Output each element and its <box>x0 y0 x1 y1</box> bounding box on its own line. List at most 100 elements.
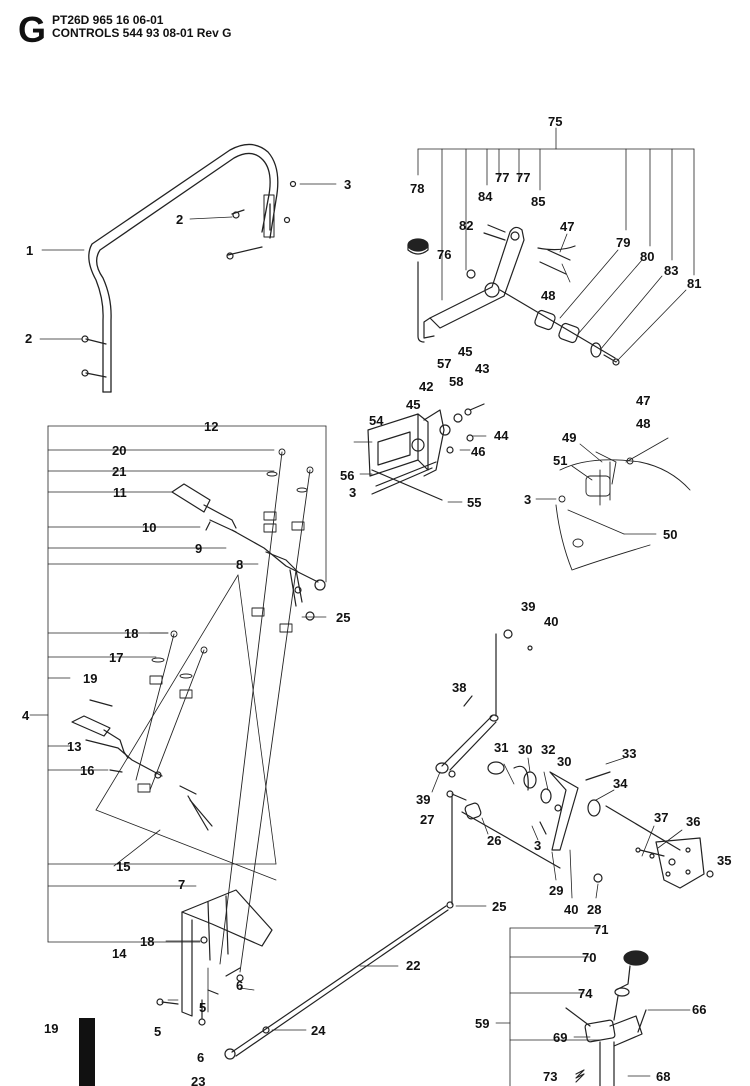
control-arm-29 <box>446 761 681 883</box>
label-49: 49 <box>562 430 576 445</box>
label-26: 26 <box>487 833 501 848</box>
part-labels: 1 2 3 2 75 78 84 77 77 85 82 47 79 80 76… <box>22 114 731 1086</box>
handle-bolts <box>81 180 297 378</box>
label-5b: 5 <box>154 1024 161 1039</box>
linkage-rod-38 <box>435 629 533 778</box>
label-51: 51 <box>553 453 567 468</box>
label-22: 22 <box>406 958 420 973</box>
label-45a: 45 <box>458 344 472 359</box>
choke-knob-71 <box>565 950 649 1086</box>
label-3b: 3 <box>349 485 356 500</box>
label-70: 70 <box>582 950 596 965</box>
cable-22 <box>224 795 454 1060</box>
label-56: 56 <box>340 468 354 483</box>
label-45b: 45 <box>406 397 420 412</box>
label-40b: 40 <box>564 902 578 917</box>
leader-lines-bracket <box>353 435 487 503</box>
label-39b: 39 <box>416 792 430 807</box>
label-3d: 3 <box>534 838 541 853</box>
label-32: 32 <box>541 742 555 757</box>
label-35: 35 <box>717 853 731 868</box>
label-58: 58 <box>449 374 463 389</box>
lower-mount-plate <box>156 889 273 1026</box>
label-13: 13 <box>67 739 81 754</box>
page-edge-bar <box>79 1018 95 1086</box>
label-24: 24 <box>311 1023 326 1038</box>
label-66: 66 <box>692 1002 706 1017</box>
label-30a: 30 <box>518 742 532 757</box>
label-50: 50 <box>663 527 677 542</box>
label-44: 44 <box>494 428 509 443</box>
label-3a: 3 <box>344 177 351 192</box>
label-69: 69 <box>553 1030 567 1045</box>
label-3c: 3 <box>524 492 531 507</box>
label-5a: 5 <box>199 1000 206 1015</box>
control-bracket <box>367 403 485 501</box>
label-28: 28 <box>587 902 601 917</box>
engine-linkage <box>555 437 691 571</box>
label-47a: 47 <box>560 219 574 234</box>
page-number: 19 <box>44 1021 59 1036</box>
label-68: 68 <box>656 1069 670 1084</box>
label-9: 9 <box>195 541 202 556</box>
label-6a: 6 <box>236 978 243 993</box>
label-4: 4 <box>22 708 30 723</box>
label-33: 33 <box>622 746 636 761</box>
label-76: 76 <box>437 247 451 262</box>
label-1: 1 <box>26 243 33 258</box>
label-2b: 2 <box>25 331 32 346</box>
leader-lines-throttle <box>559 233 687 363</box>
label-82: 82 <box>459 218 473 233</box>
label-59: 59 <box>475 1016 489 1031</box>
lower-control-lever <box>71 699 213 831</box>
label-48b: 48 <box>636 416 650 431</box>
section-letter: G <box>18 9 47 50</box>
control-cables <box>135 448 314 973</box>
label-18b: 18 <box>140 934 154 949</box>
label-19: 19 <box>83 671 97 686</box>
label-10: 10 <box>142 520 156 535</box>
label-14: 14 <box>112 946 127 961</box>
label-54: 54 <box>369 413 384 428</box>
label-48a: 48 <box>541 288 555 303</box>
leader-lines-arm <box>431 757 683 899</box>
label-84: 84 <box>478 189 493 204</box>
label-38: 38 <box>452 680 466 695</box>
label-12: 12 <box>204 419 218 434</box>
label-47b: 47 <box>636 393 650 408</box>
label-6b: 6 <box>197 1050 204 1065</box>
label-83: 83 <box>664 263 678 278</box>
handle-bar <box>88 143 279 393</box>
upper-control-lever <box>171 483 326 621</box>
label-16: 16 <box>80 763 94 778</box>
label-81: 81 <box>687 276 701 291</box>
leader-lines-handle <box>39 183 337 340</box>
label-23: 23 <box>191 1074 205 1086</box>
throttle-hardware <box>466 224 620 366</box>
assembly-4-bracket <box>29 425 327 943</box>
label-78: 78 <box>410 181 424 196</box>
label-30b: 30 <box>557 754 571 769</box>
label-46: 46 <box>471 444 485 459</box>
leader-lines-left-lower <box>113 616 487 1031</box>
assembly-59-bracket <box>495 927 691 1086</box>
label-7: 7 <box>178 877 185 892</box>
label-15: 15 <box>116 859 130 874</box>
model-number: PT26D 965 16 06-01 <box>52 13 164 27</box>
label-37: 37 <box>654 810 668 825</box>
label-25a: 25 <box>336 610 350 625</box>
label-77a: 77 <box>495 170 509 185</box>
label-34: 34 <box>613 776 628 791</box>
throttle-bracket-lines <box>417 127 695 301</box>
label-27: 27 <box>420 812 434 827</box>
label-57: 57 <box>437 356 451 371</box>
label-25b: 25 <box>492 899 506 914</box>
label-11: 11 <box>113 485 127 500</box>
leader-lines-engine <box>535 443 657 535</box>
label-73: 73 <box>543 1069 557 1084</box>
label-80: 80 <box>640 249 654 264</box>
label-39a: 39 <box>521 599 535 614</box>
label-40a: 40 <box>544 614 558 629</box>
label-74: 74 <box>578 986 593 1001</box>
